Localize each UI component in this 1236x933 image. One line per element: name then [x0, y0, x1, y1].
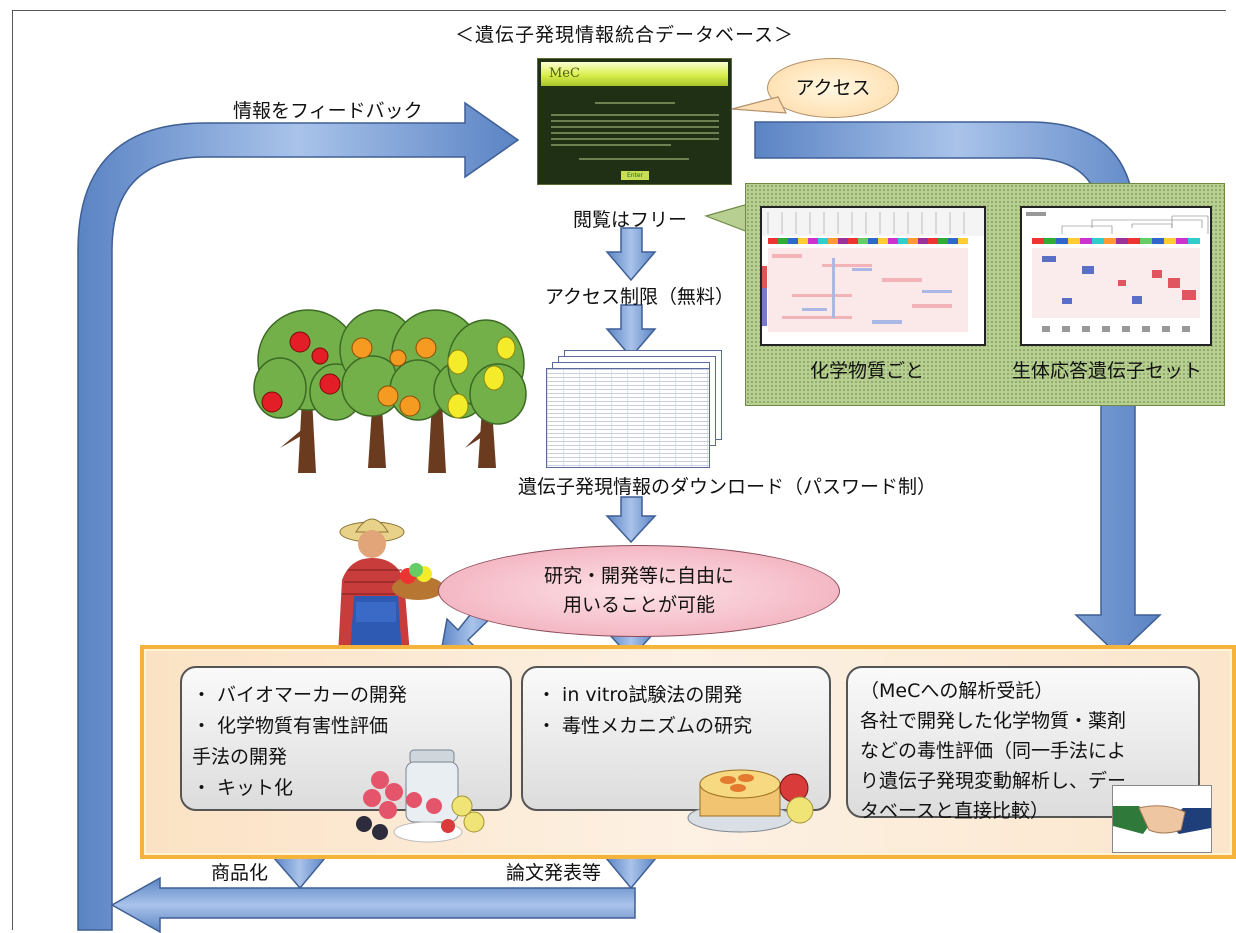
heatmap-gene-set	[1020, 206, 1212, 346]
box-right-line5: タベースと直接比較）	[860, 800, 1050, 822]
box-left-line3: 手法の開発	[192, 746, 288, 768]
feedback-label: 情報をフィードバック	[233, 100, 423, 122]
download-label: 遺伝子発現情報のダウンロード（パスワード制）	[518, 476, 937, 498]
caption-gene-set: 生体応答遺伝子セット	[1012, 360, 1203, 382]
downloaded-data-sheet	[546, 368, 710, 468]
handshake-illustration	[1112, 785, 1212, 853]
down-arrow-3	[605, 496, 657, 544]
heatmap-by-chemical	[760, 206, 986, 346]
box-mid-line2: ・ 毒性メカニズムの研究	[537, 715, 753, 737]
free-use-line1: 研究・開発等に自由に	[543, 565, 734, 587]
browse-free-label: 閲覧はフリー	[573, 209, 688, 231]
mec-header-bar: MeC	[541, 62, 728, 86]
box-left-line4: ・ キット化	[192, 777, 294, 799]
feedback-loop-arrow	[77, 101, 520, 931]
box-consultation: （MeCへの解析受託） 各社で開発した化学物質・薬剤 などの毒性評価（同一手法に…	[846, 666, 1200, 822]
box-right-line1: （MeCへの解析受託）	[860, 680, 1054, 702]
fruit-trees-illustration	[253, 309, 527, 473]
commercialize-label: 商品化	[211, 862, 269, 884]
farmer-illustration	[338, 518, 444, 655]
box-right-line4: り遺伝子発現変動解析し、デー	[860, 770, 1127, 792]
diagram-title: ＜遺伝子発現情報統合データベース＞	[455, 24, 795, 46]
box-right-line3: などの毒性評価（同一手法によ	[860, 740, 1127, 762]
heatmap-panel: 化学物質ごと 生体応答遺伝子セット	[745, 183, 1225, 406]
box-biomarker: ・ バイオマーカーの開発 ・ 化学物質有害性評価 手法の開発 ・ キット化	[180, 666, 512, 811]
cake-illustration	[687, 769, 814, 833]
figure-frame	[12, 10, 1226, 930]
down-arrow-1	[605, 227, 657, 282]
return-arrow	[110, 876, 636, 933]
down-arrow-2	[605, 304, 657, 359]
mec-enter-button: Enter	[621, 171, 649, 180]
jam-berries-illustration	[356, 749, 485, 843]
caption-by-chemical: 化学物質ごと	[810, 360, 925, 382]
free-use-ellipse: 研究・開発等に自由に 用いることが可能	[438, 545, 840, 637]
box-mid-line1: ・ in vitro試験法の開発	[537, 684, 743, 706]
access-callout: アクセス	[767, 58, 899, 118]
access-limited-label: アクセス制限（無料）	[545, 286, 735, 308]
box-left-line2: ・ 化学物質有害性評価	[192, 715, 389, 737]
box-left-line1: ・ バイオマーカーの開発	[192, 684, 408, 706]
free-use-line2: 用いることが可能	[562, 594, 715, 616]
mec-database-screenshot: MeC Enter	[537, 58, 732, 185]
callout-tail	[731, 96, 788, 114]
publish-label: 論文発表等	[506, 862, 602, 884]
box-right-line2: 各社で開発した化学物質・薬剤	[860, 710, 1127, 732]
db-to-consult-arrow	[754, 121, 1162, 657]
mec-logo: MeC	[549, 66, 580, 81]
